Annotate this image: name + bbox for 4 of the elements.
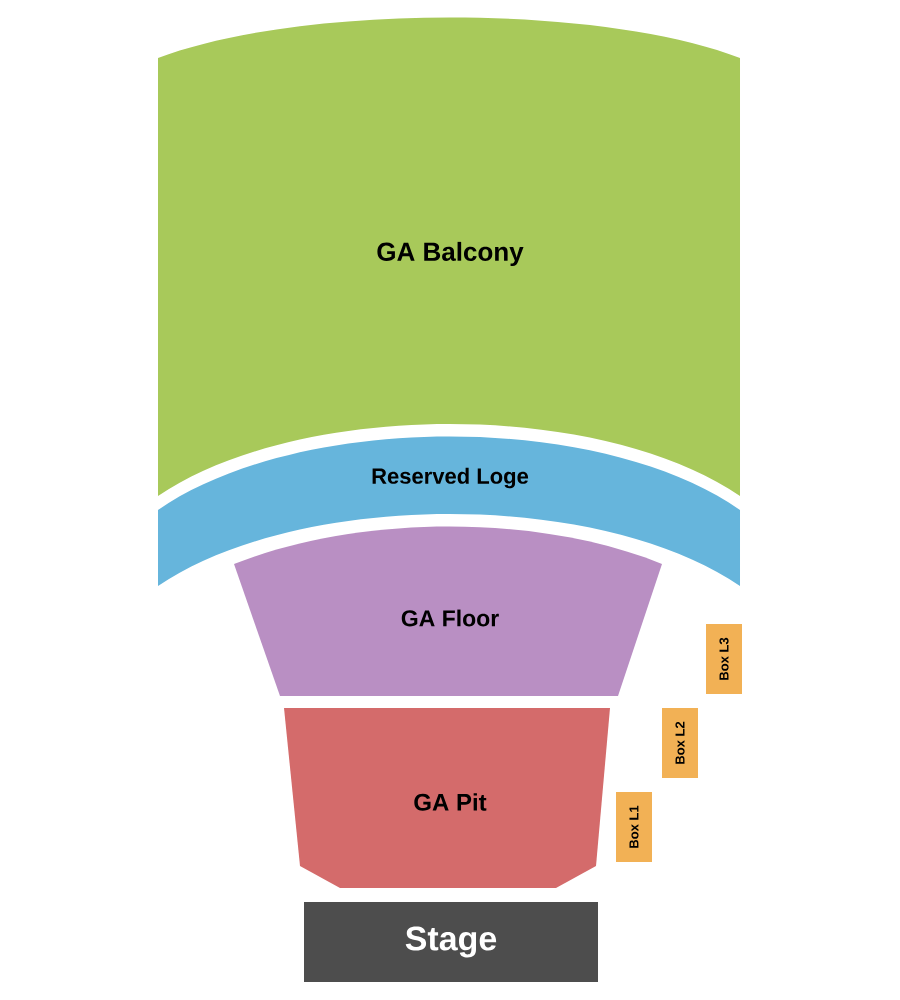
pit-section: GA Pit [284,708,610,888]
loge-section: Reserved Loge [158,436,740,586]
floor-section: GA Floor [234,526,662,696]
stage: Stage [304,902,598,982]
